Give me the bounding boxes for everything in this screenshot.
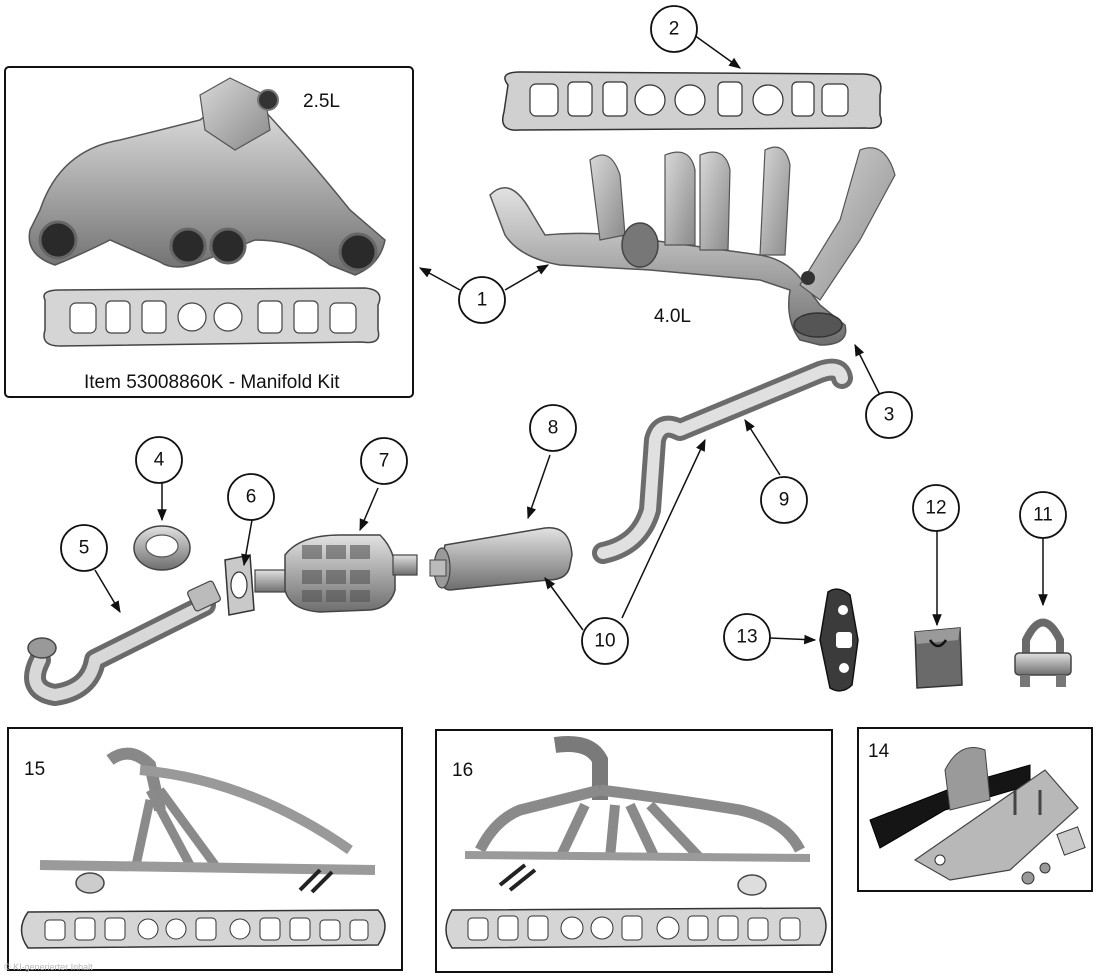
callout-1: 1 xyxy=(458,276,506,324)
manifold-kit-box[interactable]: 2.5L Item 53008860K - Manifold Kit xyxy=(4,66,414,398)
engine-40l-label: 4.0L xyxy=(654,306,691,327)
footer-watermark: © KI-generierter Inhalt xyxy=(4,962,93,972)
front-exhaust-pipe xyxy=(24,580,221,706)
callout-13: 13 xyxy=(723,613,771,661)
svg-text:4: 4 xyxy=(154,450,165,471)
flange-gasket xyxy=(224,554,255,616)
exhaust-manifold-40l xyxy=(489,146,896,346)
header-box-15[interactable] xyxy=(7,727,403,971)
exhaust-seal-ring xyxy=(133,525,191,571)
callout-11: 11 xyxy=(1019,491,1067,539)
svg-text:6: 6 xyxy=(246,487,257,508)
box-14-number: 14 xyxy=(868,741,890,762)
svg-text:5: 5 xyxy=(79,538,90,559)
hanger-insulator xyxy=(819,588,859,692)
callout-9: 9 xyxy=(760,476,808,524)
rubber-block xyxy=(914,627,963,689)
skid-plate-illustration xyxy=(869,747,1086,885)
svg-text:8: 8 xyxy=(548,418,559,439)
callout-2: 2 xyxy=(650,5,698,53)
callout-7: 7 xyxy=(360,437,408,485)
header-15-illustration xyxy=(39,747,376,894)
callout-5: 5 xyxy=(60,524,108,572)
callout-4: 4 xyxy=(135,436,183,484)
svg-text:11: 11 xyxy=(1033,505,1053,526)
manifold-kit-caption: Item 53008860K - Manifold Kit xyxy=(84,372,340,393)
tail-pipe xyxy=(592,358,853,564)
callout-12: 12 xyxy=(912,484,960,532)
callout-6: 6 xyxy=(227,473,275,521)
header-15-gasket xyxy=(20,909,386,949)
svg-text:10: 10 xyxy=(594,631,615,652)
catalytic-converter xyxy=(254,534,418,613)
muffler xyxy=(429,527,573,591)
callout-3: 3 xyxy=(865,391,913,439)
manifold-25l-gasket xyxy=(43,287,381,347)
svg-text:12: 12 xyxy=(925,498,946,519)
engine-25l-label: 2.5L xyxy=(303,91,340,112)
callout-8: 8 xyxy=(529,404,577,452)
svg-text:9: 9 xyxy=(779,490,790,511)
header-box-16[interactable] xyxy=(435,729,833,973)
manifold-gasket-40l xyxy=(502,71,883,131)
header-16-illustration xyxy=(464,736,811,896)
skid-plate-box-14[interactable] xyxy=(857,727,1093,892)
manifold-25l-illustration xyxy=(28,77,386,276)
callout-10: 10 xyxy=(581,617,629,665)
svg-text:1: 1 xyxy=(477,290,488,311)
box-16-number: 16 xyxy=(452,760,473,781)
svg-text:3: 3 xyxy=(884,405,895,426)
box-15-number: 15 xyxy=(24,759,45,780)
svg-text:7: 7 xyxy=(379,451,390,472)
leader-lines xyxy=(94,34,1048,645)
header-16-gasket xyxy=(445,907,827,949)
svg-text:2: 2 xyxy=(669,19,680,40)
u-bolt-clamp xyxy=(1014,618,1072,687)
svg-text:13: 13 xyxy=(736,627,757,648)
